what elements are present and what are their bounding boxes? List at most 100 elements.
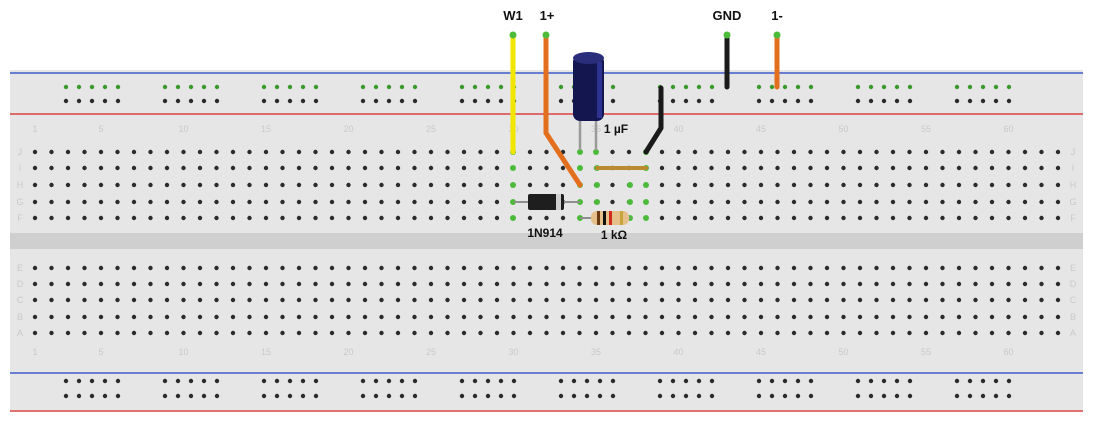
rail-hole bbox=[855, 378, 861, 384]
breadboard-hole bbox=[296, 149, 302, 155]
row-letter: E bbox=[1070, 263, 1076, 273]
breadboard-hole bbox=[296, 165, 302, 171]
rail-hole bbox=[399, 98, 405, 104]
breadboard-hole bbox=[791, 165, 797, 171]
breadboard-hole bbox=[1039, 182, 1044, 188]
rail-hole bbox=[855, 393, 861, 399]
breadboard-hole bbox=[643, 314, 648, 320]
rail-hole bbox=[881, 378, 887, 384]
breadboard-hole bbox=[890, 215, 896, 221]
rail-hole bbox=[313, 378, 319, 384]
breadboard-hole bbox=[742, 182, 747, 188]
breadboard-hole bbox=[841, 215, 846, 221]
breadboard-hole bbox=[659, 215, 665, 221]
rail-hole bbox=[709, 84, 715, 90]
breadboard-hole bbox=[692, 165, 698, 171]
breadboard-hole bbox=[65, 330, 71, 336]
breadboard-hole bbox=[956, 182, 962, 188]
breadboard-hole bbox=[527, 330, 533, 336]
column-number: 45 bbox=[756, 124, 766, 134]
breadboard-hole bbox=[115, 297, 120, 303]
breadboard-hole bbox=[709, 199, 714, 205]
breadboard-hole bbox=[659, 165, 665, 171]
breadboard-hole bbox=[544, 149, 549, 155]
breadboard-hole bbox=[626, 281, 632, 287]
breadboard-hole bbox=[412, 199, 417, 205]
breadboard-hole bbox=[560, 314, 566, 320]
rail-hole bbox=[201, 84, 207, 90]
rail-hole bbox=[696, 98, 702, 104]
breadboard-hole bbox=[280, 182, 285, 188]
breadboard-hole bbox=[890, 165, 896, 171]
breadboard-hole bbox=[791, 297, 797, 303]
rail-hole bbox=[1006, 393, 1012, 399]
breadboard-hole bbox=[527, 165, 533, 171]
breadboard-hole bbox=[494, 265, 500, 271]
column-number: 10 bbox=[178, 124, 188, 134]
breadboard-hole bbox=[32, 281, 38, 287]
breadboard-hole bbox=[148, 330, 153, 336]
breadboard-hole bbox=[461, 199, 467, 205]
breadboard-hole bbox=[428, 182, 434, 188]
breadboard-hole bbox=[676, 330, 681, 336]
connected-hole bbox=[627, 182, 633, 188]
breadboard-hole bbox=[709, 149, 714, 155]
breadboard-hole bbox=[1055, 281, 1061, 287]
breadboard-hole bbox=[775, 281, 780, 287]
rail-hole bbox=[386, 378, 392, 384]
breadboard-hole bbox=[379, 182, 384, 188]
breadboard-hole bbox=[296, 281, 302, 287]
breadboard-hole bbox=[527, 297, 533, 303]
breadboard-hole bbox=[1039, 149, 1044, 155]
rail-hole bbox=[795, 84, 801, 90]
breadboard-hole bbox=[907, 182, 912, 188]
breadboard-hole bbox=[445, 165, 450, 171]
row-letter: C bbox=[1070, 295, 1077, 305]
breadboard-hole bbox=[263, 149, 269, 155]
breadboard-hole bbox=[98, 165, 104, 171]
breadboard-hole bbox=[1022, 297, 1028, 303]
breadboard-hole bbox=[263, 314, 269, 320]
breadboard-hole bbox=[956, 199, 962, 205]
rail-hole bbox=[498, 393, 504, 399]
breadboard-hole bbox=[329, 182, 335, 188]
breadboard-hole bbox=[808, 265, 813, 271]
breadboard-hole bbox=[775, 314, 780, 320]
rail-hole bbox=[881, 98, 887, 104]
breadboard-hole bbox=[230, 330, 236, 336]
column-number: 50 bbox=[838, 124, 848, 134]
rail-hole bbox=[558, 98, 564, 104]
breadboard-hole bbox=[676, 265, 681, 271]
breadboard-hole bbox=[610, 330, 615, 336]
rail-hole bbox=[360, 378, 366, 384]
breadboard-hole bbox=[445, 330, 450, 336]
breadboard-hole bbox=[758, 149, 764, 155]
breadboard-hole bbox=[989, 215, 995, 221]
breadboard-hole bbox=[82, 265, 87, 271]
breadboard-hole bbox=[461, 281, 467, 287]
breadboard-hole bbox=[923, 199, 929, 205]
breadboard-hole bbox=[824, 199, 830, 205]
breadboard-hole bbox=[230, 165, 236, 171]
breadboard-hole bbox=[808, 165, 813, 171]
rail-hole bbox=[769, 378, 775, 384]
breadboard-hole bbox=[758, 215, 764, 221]
breadboard-hole bbox=[230, 149, 236, 155]
breadboard-hole bbox=[725, 215, 731, 221]
breadboard-hole bbox=[610, 281, 615, 287]
breadboard-hole bbox=[923, 330, 929, 336]
breadboard-hole bbox=[1055, 182, 1061, 188]
breadboard-hole bbox=[725, 265, 731, 271]
breadboard-hole bbox=[544, 330, 549, 336]
breadboard-hole bbox=[181, 199, 186, 205]
breadboard-hole bbox=[808, 330, 813, 336]
rail-hole bbox=[907, 98, 913, 104]
resistor-band-1 bbox=[597, 211, 600, 225]
rail-hole bbox=[511, 393, 517, 399]
breadboard-hole bbox=[742, 265, 747, 271]
breadboard-hole bbox=[395, 182, 401, 188]
breadboard-hole bbox=[296, 182, 302, 188]
rail-hole bbox=[115, 393, 121, 399]
rail-hole bbox=[1006, 378, 1012, 384]
